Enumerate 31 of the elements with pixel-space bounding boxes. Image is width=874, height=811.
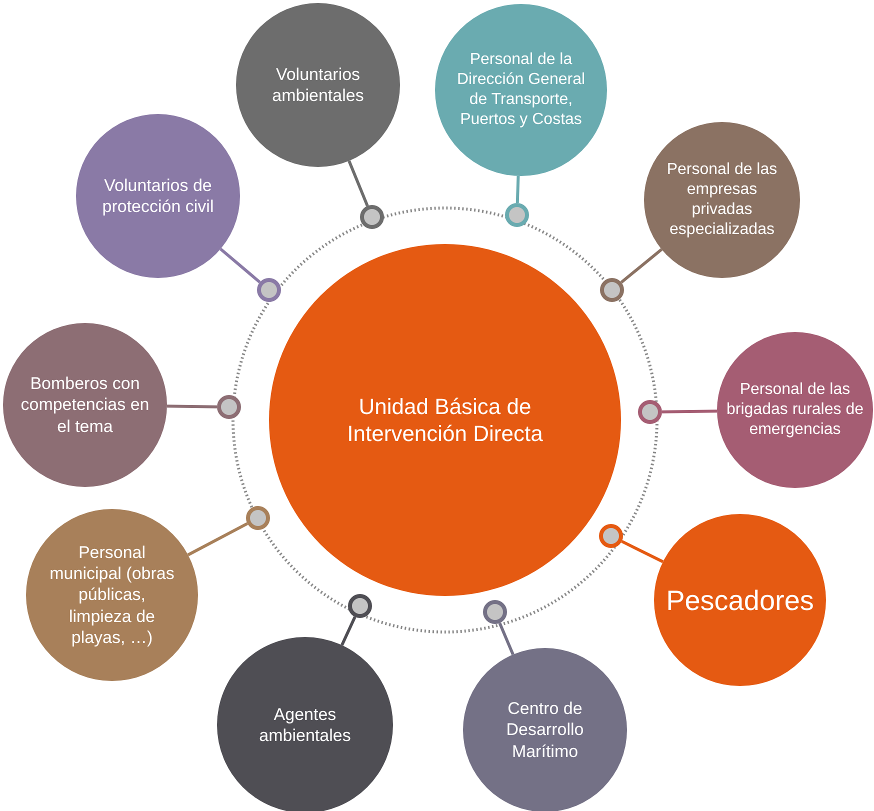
connector-line — [348, 160, 369, 206]
node-label: Centro de Desarrollo Marítimo — [505, 698, 585, 762]
connector-line — [166, 404, 218, 408]
ring-dot — [348, 594, 372, 618]
ring-dot — [505, 203, 529, 227]
ring-dot — [638, 400, 662, 424]
node-label: Bomberos con competencias en el tema — [20, 373, 150, 437]
connector-line — [498, 622, 514, 656]
connector-line — [340, 616, 356, 646]
connector-line — [620, 248, 663, 284]
node-label: Pescadores — [665, 584, 815, 618]
connector-line — [187, 522, 248, 556]
ring-dot — [600, 278, 624, 302]
ring-dot — [483, 600, 507, 624]
node-label: Voluntarios ambientales — [271, 64, 365, 106]
node-label: Agentes ambientales — [258, 704, 352, 746]
ring-dot — [360, 205, 384, 229]
node-label: Voluntarios de protección civil — [101, 174, 215, 218]
node-label: Personal de las brigadas rurales de emergencias — [726, 380, 864, 440]
ring-dot — [246, 506, 270, 530]
connector-line — [621, 540, 664, 564]
node-label: Unidad Básica de Intervención Directa — [346, 392, 544, 448]
ring-dot — [217, 395, 241, 419]
ring-dot — [599, 524, 623, 548]
node-label: Personal de la Dirección General de Transporte, Puertos y Costas — [456, 50, 586, 130]
connector-line — [220, 248, 261, 284]
connector-line — [516, 176, 520, 204]
connector-line — [662, 410, 718, 414]
ring-dot — [257, 278, 281, 302]
node-label: Personal municipal (obras públicas, limpieza de playas, …) — [48, 542, 176, 648]
node-label: Personal de las empresas privadas especializadas — [666, 160, 778, 240]
